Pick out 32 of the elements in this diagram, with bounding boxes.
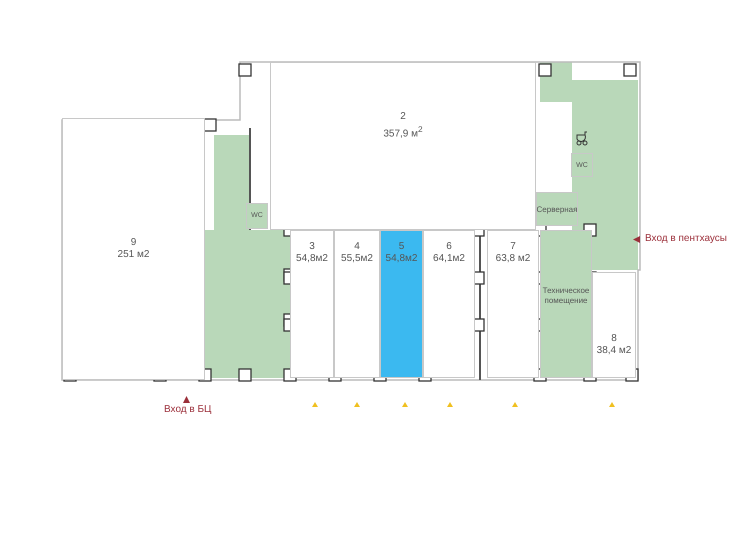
room-number: 7	[510, 241, 516, 253]
room-number: 9	[130, 237, 136, 249]
room-number: 5	[398, 241, 404, 253]
room-area	[540, 230, 592, 378]
room-number: 3	[309, 241, 315, 253]
room-area	[270, 62, 536, 230]
room-number: 8	[611, 333, 617, 345]
room-area	[246, 203, 268, 229]
room-number: 2	[400, 111, 406, 123]
room-area	[592, 272, 636, 378]
room-area	[536, 192, 578, 226]
room-number: 6	[446, 241, 452, 253]
room-area-text: 63,8 м2	[496, 253, 530, 265]
entrance-label: Вход в БЦ	[164, 404, 212, 416]
room-area	[62, 118, 205, 380]
room-name: Техническое помещение	[542, 286, 590, 306]
room-area-text: 357,9 м$^{2}$	[383, 123, 423, 140]
entrance-label: Вход в пентхаусы	[645, 233, 728, 245]
room-name: Серверная	[536, 204, 578, 216]
room-area-text: 251 м2	[118, 249, 150, 261]
room-number: 4	[354, 241, 360, 253]
room-area-text: 38,4 м2	[596, 345, 632, 357]
room-area-text: 64,1м2	[433, 253, 465, 265]
room-area	[571, 153, 593, 177]
room-area-text: 54,8м2	[386, 253, 418, 265]
room-area	[423, 230, 475, 378]
room-area-text: 54,8м2	[296, 253, 328, 265]
room-area	[290, 230, 334, 378]
room-area	[487, 230, 539, 378]
room-area	[380, 230, 423, 378]
room-area-text: 55,5м2	[341, 253, 373, 265]
room-area	[334, 230, 380, 378]
